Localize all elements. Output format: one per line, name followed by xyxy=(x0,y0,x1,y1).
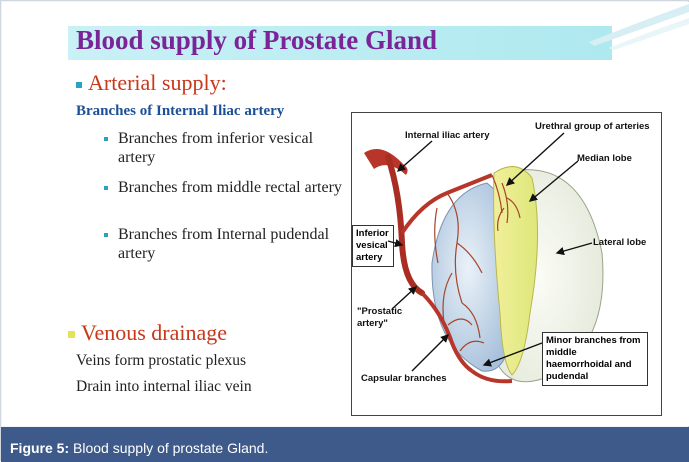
arterial-heading: Arterial supply: xyxy=(76,70,227,96)
figure-caption: Figure 5: Blood supply of prostate Gland… xyxy=(10,440,268,456)
bullet-icon xyxy=(104,233,108,237)
bullet-icon xyxy=(68,331,75,338)
bullet-icon xyxy=(76,82,82,88)
bullet-icon xyxy=(104,137,108,141)
slide-image: Blood supply of Prostate Gland Arterial … xyxy=(2,2,689,426)
branch-item: Branches from inferior vesical artery xyxy=(118,129,348,167)
branch-item: Branches from middle rectal artery xyxy=(118,178,348,197)
label-minor-branches: Minor branches from middle haemorrhoidal… xyxy=(542,332,648,386)
arterial-heading-text: Arterial supply: xyxy=(88,70,227,95)
bullet-icon xyxy=(104,186,108,190)
label-capsular-branches: Capsular branches xyxy=(361,373,447,385)
venous-line: Veins form prostatic plexus xyxy=(76,352,246,370)
label-internal-iliac: Internal iliac artery xyxy=(405,130,489,142)
caption-text: Blood supply of prostate Gland. xyxy=(69,440,268,456)
branch-text: Branches from Internal pudendal artery xyxy=(118,226,329,262)
label-urethral-group: Urethral group of arteries xyxy=(535,121,650,133)
venous-line: Drain into internal iliac vein xyxy=(76,378,252,396)
label-prostatic-artery: "Prostatic artery" xyxy=(357,306,405,330)
branch-item: Branches from Internal pudendal artery xyxy=(118,225,348,263)
venous-heading: Venous drainage xyxy=(68,320,227,346)
iliac-artery-shape xyxy=(364,149,408,175)
label-lateral-lobe: Lateral lobe xyxy=(593,237,646,249)
caption-label: Figure 5: xyxy=(10,440,69,456)
prostate-diagram: Internal iliac artery Urethral group of … xyxy=(351,112,662,416)
label-median-lobe: Median lobe xyxy=(577,153,632,165)
slide-title: Blood supply of Prostate Gland xyxy=(76,25,437,56)
corner-swoosh-decoration xyxy=(569,2,689,52)
branch-text: Branches from middle rectal artery xyxy=(118,179,342,196)
branch-text: Branches from inferior vesical artery xyxy=(118,130,313,166)
arterial-subheading: Branches of Internal Iliac artery xyxy=(76,103,284,120)
venous-heading-text: Venous drainage xyxy=(81,320,227,345)
label-inferior-vesical: Inferior vesical artery xyxy=(352,225,394,267)
